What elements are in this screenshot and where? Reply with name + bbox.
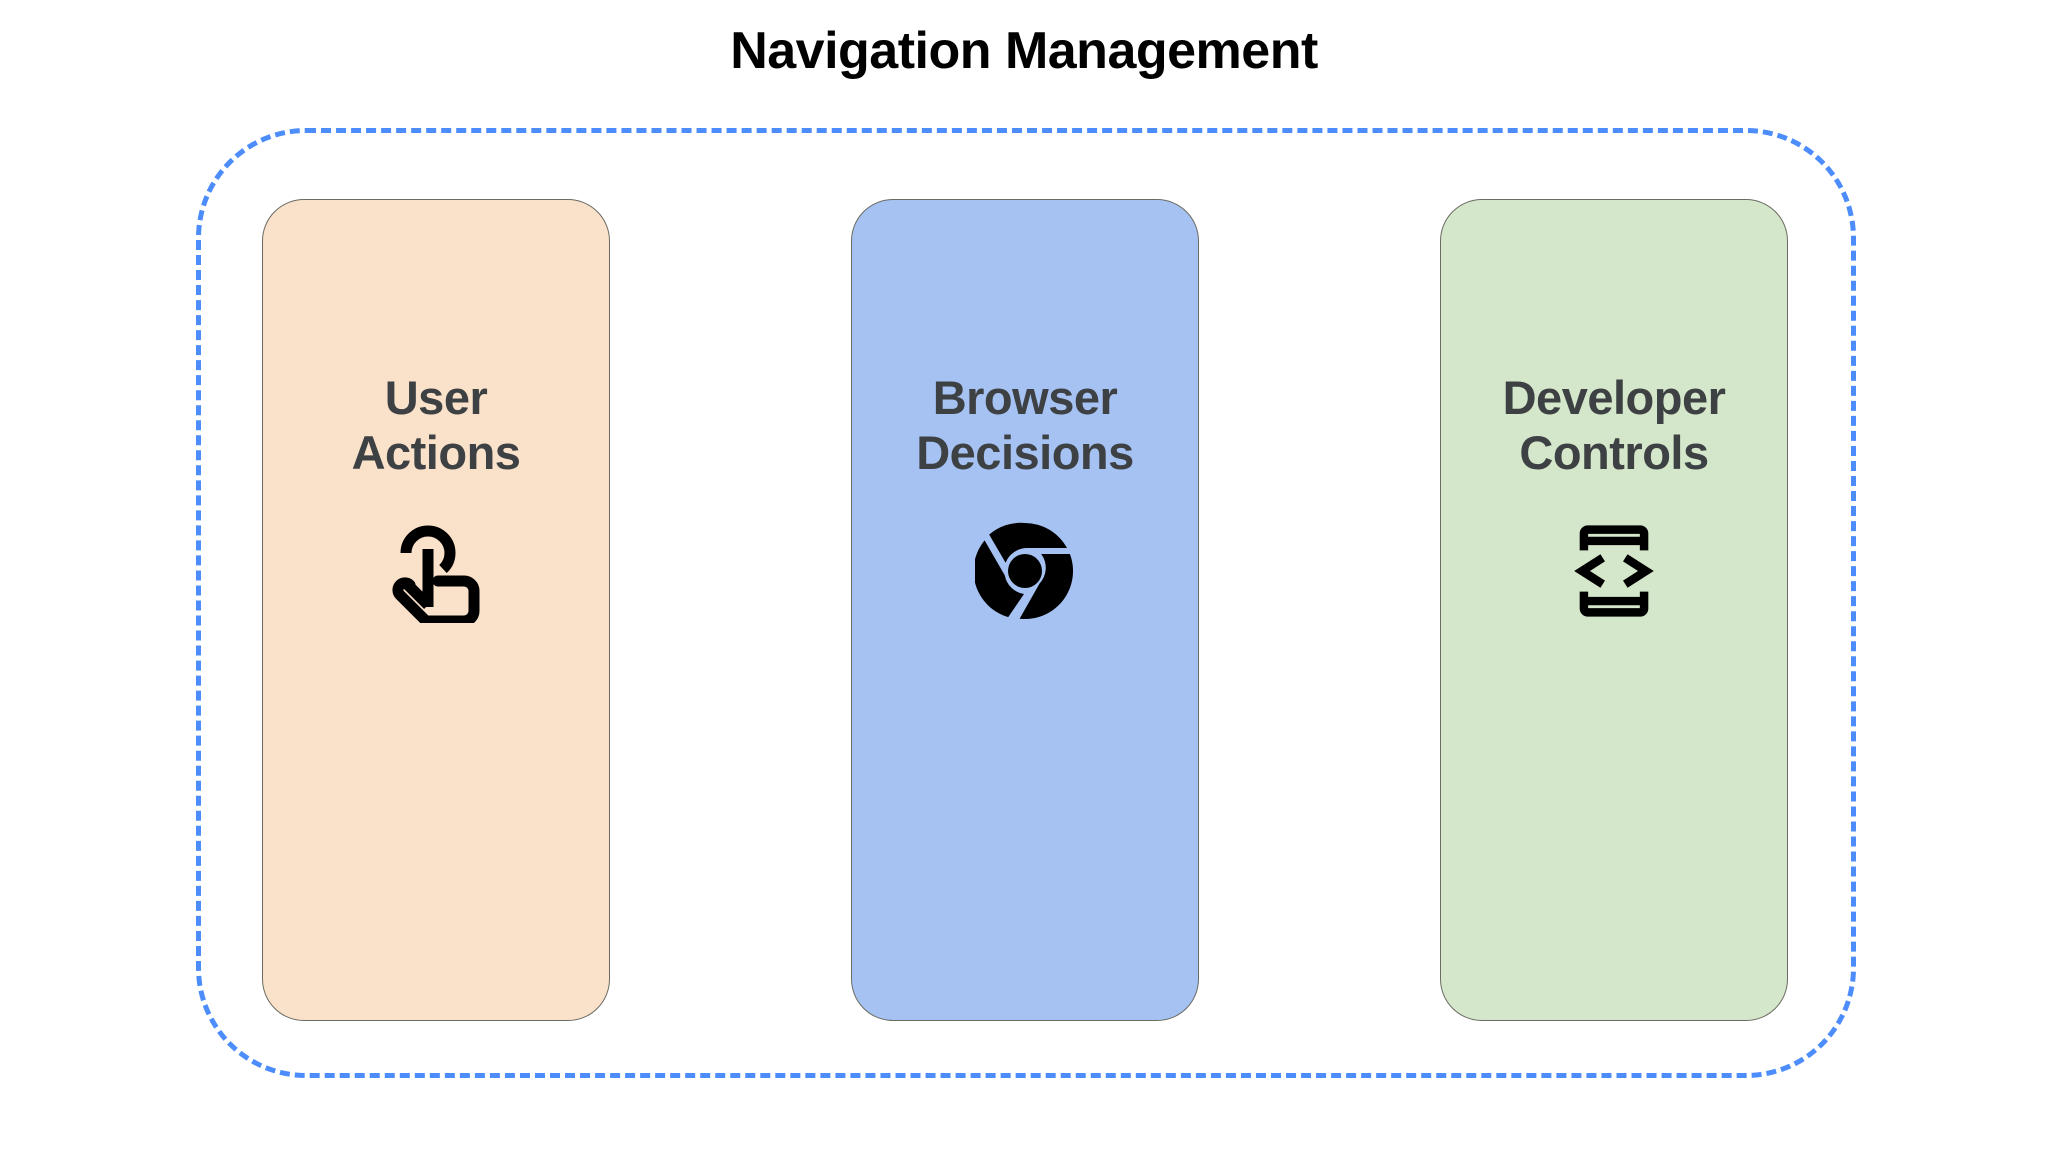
touch-app-icon — [384, 519, 488, 623]
card-browser-decisions[interactable]: Browser Decisions — [851, 199, 1199, 1021]
chrome-logo-icon — [973, 519, 1077, 623]
card-browser-decisions-label: Browser Decisions — [916, 371, 1134, 480]
page-title: Navigation Management — [730, 22, 1318, 80]
card-user-actions-label: User Actions — [351, 371, 521, 480]
card-developer-controls-label: Developer Controls — [1502, 371, 1726, 480]
developer-mode-code-icon — [1562, 519, 1666, 623]
card-developer-controls[interactable]: Developer Controls — [1440, 199, 1788, 1021]
card-user-actions[interactable]: User Actions — [262, 199, 610, 1021]
cards-row: User Actions Browser Decisions Developer… — [262, 199, 1788, 1021]
dashed-boundary-container — [196, 128, 1856, 1078]
